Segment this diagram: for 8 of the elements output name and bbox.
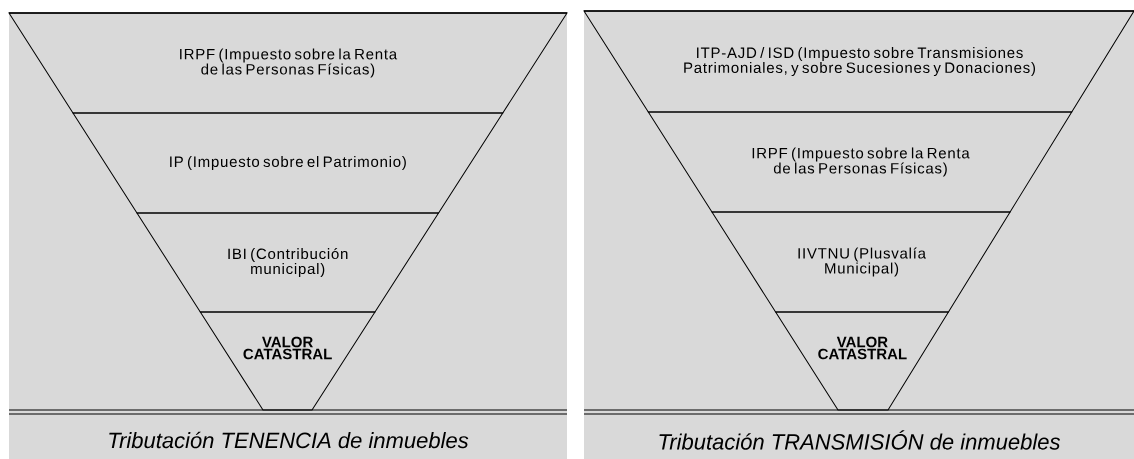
funnel-band: VALOR CATASTRAL bbox=[775, 311, 949, 411]
funnel-band: IIVTNU (Plusvalía Municipal) bbox=[711, 211, 1011, 313]
funnel-band: VALOR CATASTRAL bbox=[199, 311, 376, 411]
funnel-band: IRPF (Impuesto sobre la Renta de las Personas Físicas) bbox=[8, 12, 568, 114]
funnel-band: ITP-AJD / ISD (Impuesto sobre Transmisiones Patrimoniales, y sobre Sucesiones y Donaciones) bbox=[583, 10, 1134, 113]
funnel-band: IRPF (Impuesto sobre la Renta de las Personas Físicas) bbox=[647, 111, 1073, 213]
funnel-band: IBI (Contribución municipal) bbox=[136, 212, 440, 313]
funnel-band: IP (Impuesto sobre el Patrimonio) bbox=[72, 112, 504, 214]
